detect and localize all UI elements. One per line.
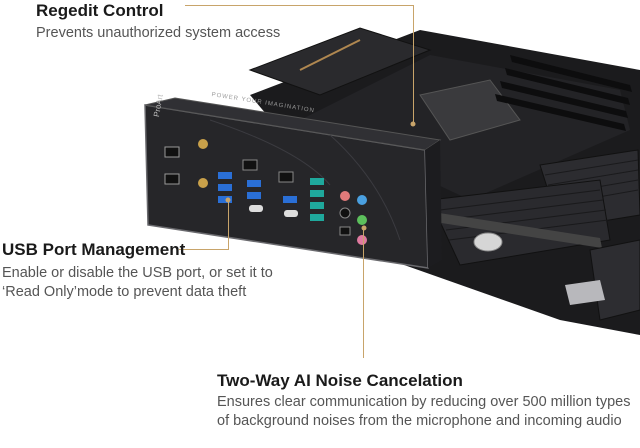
- usb-c-port: [284, 210, 298, 217]
- optical-out: [339, 226, 351, 236]
- audio-jack: [357, 235, 367, 245]
- usb-port: [283, 196, 297, 203]
- leader-line-usb-vertical: [228, 200, 229, 250]
- feature-title-regedit: Regedit Control: [36, 1, 164, 20]
- wifi-antenna-connector: [198, 139, 208, 149]
- feature-title-noise-cancelation: Two-Way AI Noise Cancelation: [217, 371, 463, 390]
- hdmi-port: [164, 173, 180, 185]
- feature-title-usb: USB Port Management: [2, 240, 186, 259]
- leader-line-usb-horizontal: [179, 249, 229, 250]
- cmos-battery: [473, 232, 503, 252]
- feature-desc-noise-cancelation: Ensures clear communication by reducing …: [217, 394, 631, 429]
- leader-endpoint-audio: [361, 225, 367, 231]
- usb-c-port: [249, 205, 263, 212]
- leader-line-regedit-vertical: [413, 5, 414, 124]
- pcie-slot: [420, 210, 602, 248]
- usb-port: [218, 184, 232, 191]
- cpu-socket: [419, 79, 521, 141]
- wifi-antenna-connector: [198, 178, 208, 188]
- leader-line-regedit-horizontal: [185, 5, 414, 6]
- leader-endpoint-regedit: [410, 121, 416, 127]
- io-ports: [164, 139, 367, 245]
- heatsink-gold-stripe: [299, 39, 361, 71]
- usb-port: [310, 214, 324, 221]
- leader-line-audio-vertical: [363, 228, 364, 358]
- ram-slots: [495, 55, 632, 131]
- ethernet-port: [242, 159, 258, 171]
- feature-desc-usb: Enable or disable the USB port, or set i…: [2, 265, 273, 300]
- displayport: [164, 146, 180, 158]
- audio-jack: [340, 191, 350, 201]
- io-shield: [144, 97, 442, 269]
- audio-jack: [357, 215, 367, 225]
- usb-port: [247, 192, 261, 199]
- usb-port: [310, 178, 324, 185]
- vrm-heatsink: [248, 27, 432, 96]
- usb-port: [247, 180, 261, 187]
- usb-port: [218, 196, 232, 203]
- usb-port: [310, 190, 324, 197]
- ethernet-port: [278, 171, 294, 183]
- audio-jack: [357, 195, 367, 205]
- usb-port: [218, 172, 232, 179]
- audio-jack: [339, 207, 351, 219]
- bracket: [565, 280, 605, 305]
- feature-desc-regedit: Prevents unauthorized system access: [36, 25, 281, 41]
- usb-port: [310, 202, 324, 209]
